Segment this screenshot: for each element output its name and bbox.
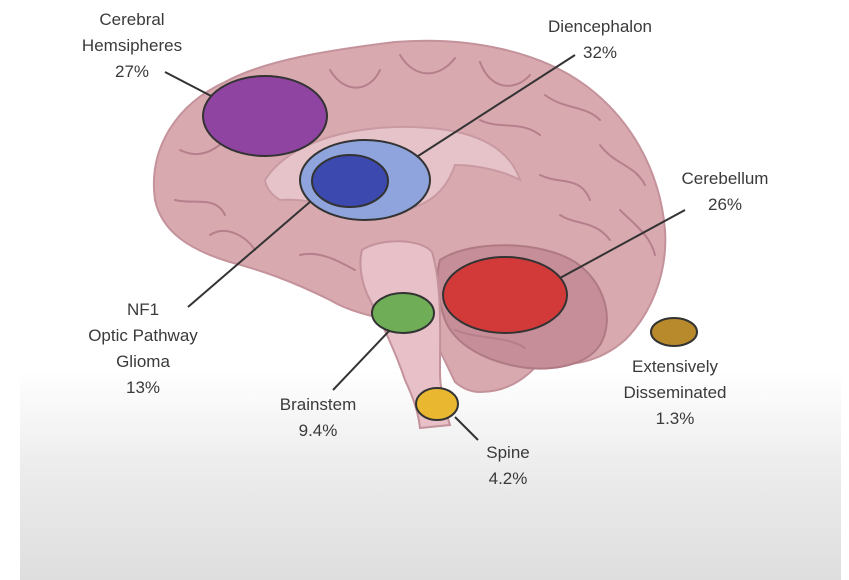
label-text: Disseminated — [600, 380, 750, 406]
cerebral-hemispheres-marker — [203, 76, 327, 156]
label-text: Cerebral — [62, 7, 202, 33]
label-cerebellum: Cerebellum 26% — [660, 166, 790, 218]
label-percent: 4.2% — [468, 466, 548, 492]
label-cerebral-hemispheres: Cerebral Hemsipheres 27% — [62, 7, 202, 85]
leader-brainstem — [333, 330, 390, 390]
label-text: Cerebellum — [660, 166, 790, 192]
label-text: Diencephalon — [525, 14, 675, 40]
label-brainstem: Brainstem 9.4% — [258, 392, 378, 444]
label-percent: 32% — [525, 40, 675, 66]
label-text: Brainstem — [258, 392, 378, 418]
label-spine: Spine 4.2% — [468, 440, 548, 492]
spine-marker — [416, 388, 458, 420]
label-text: Hemsipheres — [62, 33, 202, 59]
brainstem-marker — [372, 293, 434, 333]
label-text: NF1 — [68, 297, 218, 323]
label-nf1-optic-pathway-glioma: NF1 Optic Pathway Glioma 13% — [68, 297, 218, 401]
label-percent: 13% — [68, 375, 218, 401]
label-percent: 26% — [660, 192, 790, 218]
label-text: Spine — [468, 440, 548, 466]
label-text: Optic Pathway — [68, 323, 218, 349]
label-percent: 27% — [62, 59, 202, 85]
label-percent: 1.3% — [600, 406, 750, 432]
label-percent: 9.4% — [258, 418, 378, 444]
label-text: Extensively — [600, 354, 750, 380]
optic-pathway-marker — [312, 155, 388, 207]
leader-spine — [455, 417, 478, 440]
label-diencephalon: Diencephalon 32% — [525, 14, 675, 66]
cerebellum-marker — [443, 257, 567, 333]
disseminated-marker — [651, 318, 697, 346]
label-text: Glioma — [68, 349, 218, 375]
label-extensively-disseminated: Extensively Disseminated 1.3% — [600, 354, 750, 432]
